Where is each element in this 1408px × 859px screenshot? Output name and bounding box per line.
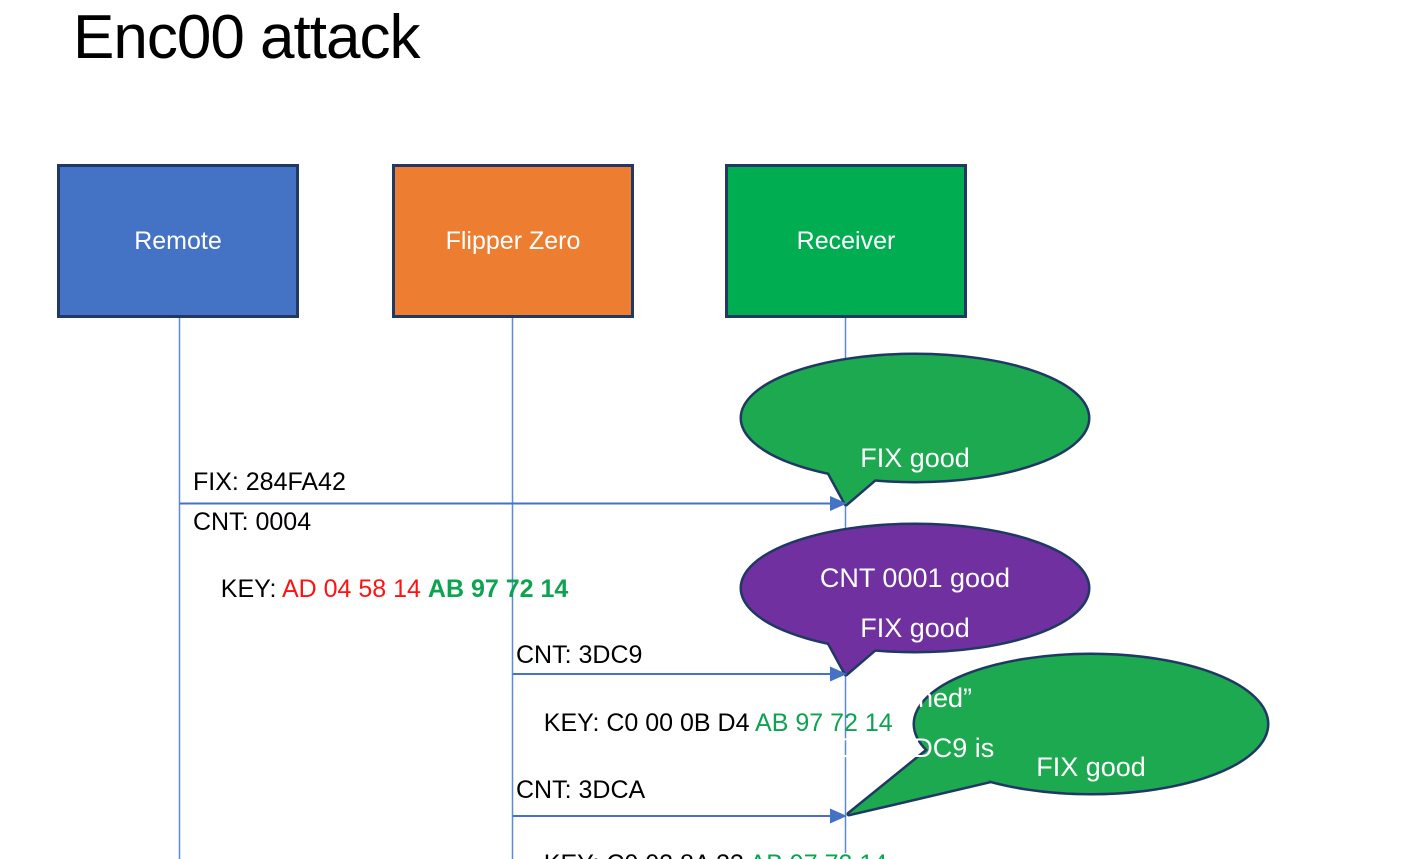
callout-bubble-opened-2 [846, 652, 1270, 817]
message-2-cnt-label: CNT: 3DC9 [516, 641, 643, 669]
actor-box-receiver: Receiver [725, 164, 967, 318]
message-1-cnt-label: CNT: 0004 [193, 508, 312, 536]
message-1-key-label: KEY: AD 04 58 14 AB 97 72 14 [193, 546, 568, 633]
page-title: Enc00 attack [73, 3, 420, 72]
callout-2-text: FIX good CNT 3DC9 is future code [735, 528, 1095, 859]
arrow-3-head [830, 808, 847, 824]
callout-2-line-1: FIX good [860, 613, 970, 643]
message-3-key-label: KEY: C0 02 8A 33 AB 97 72 14 [516, 821, 887, 859]
callout-2-line-3: future code [735, 848, 1095, 859]
actor-box-remote: Remote [57, 164, 299, 318]
message-2-key-prefix: KEY: C0 00 0B D4 [543, 709, 756, 737]
message-1-key-fixed-bytes: AB 97 72 14 [427, 575, 569, 603]
actor-label-receiver: Receiver [796, 226, 896, 255]
callout-3-line-1: FIX good [1036, 752, 1146, 782]
callout-1-line-2: CNT 0001 good [819, 563, 1011, 593]
callout-bubble-1-tail-fill [822, 460, 888, 504]
arrow-message-2 [513, 666, 847, 682]
message-3-key-prefix: KEY: C0 02 8A 33 [544, 850, 750, 859]
message-1-fix-label: FIX: 284FA42 [193, 468, 346, 496]
callout-1-line-3: “Opened” [857, 683, 973, 713]
message-2-key-fixed-bytes: AB 97 72 14 [755, 709, 893, 737]
message-1-key-cracked-bytes: AD 04 58 14 [281, 575, 428, 603]
callout-bubble-future-code [739, 522, 1091, 677]
callout-bubble-3-tail-fill [849, 750, 990, 814]
message-3-cnt-label: CNT: 3DCA [516, 776, 646, 804]
callout-bubble-3-fill [915, 655, 1267, 793]
callout-bubble-opened-1 [739, 352, 1091, 507]
message-1-key-prefix: KEY: [220, 575, 282, 603]
actor-label-flipper-zero: Flipper Zero [445, 226, 581, 255]
callout-bubble-2-tail-fill [822, 630, 888, 674]
message-2-key-label: KEY: C0 00 0B D4 AB 97 72 14 [516, 680, 893, 767]
arrow-message-1 [180, 496, 847, 511]
message-3-key-fixed-bytes: AB 97 72 14 [750, 850, 888, 859]
callout-2-line-2: CNT 3DC9 is [835, 733, 995, 763]
callout-1-line-1: FIX good [860, 443, 970, 473]
callout-bubble-1-fill [742, 355, 1088, 481]
actor-box-flipper-zero: Flipper Zero [392, 164, 634, 318]
actor-label-remote: Remote [134, 226, 222, 255]
callout-1-text: FIX good CNT 0001 good “Opened” [735, 358, 1095, 798]
arrow-2-head [830, 666, 847, 682]
arrow-message-3 [513, 808, 847, 824]
callout-3-text: FIX good CNT is 3DCA “Opened” [911, 667, 1271, 859]
callout-bubble-2-fill [742, 525, 1088, 651]
arrow-1-head [830, 496, 847, 511]
